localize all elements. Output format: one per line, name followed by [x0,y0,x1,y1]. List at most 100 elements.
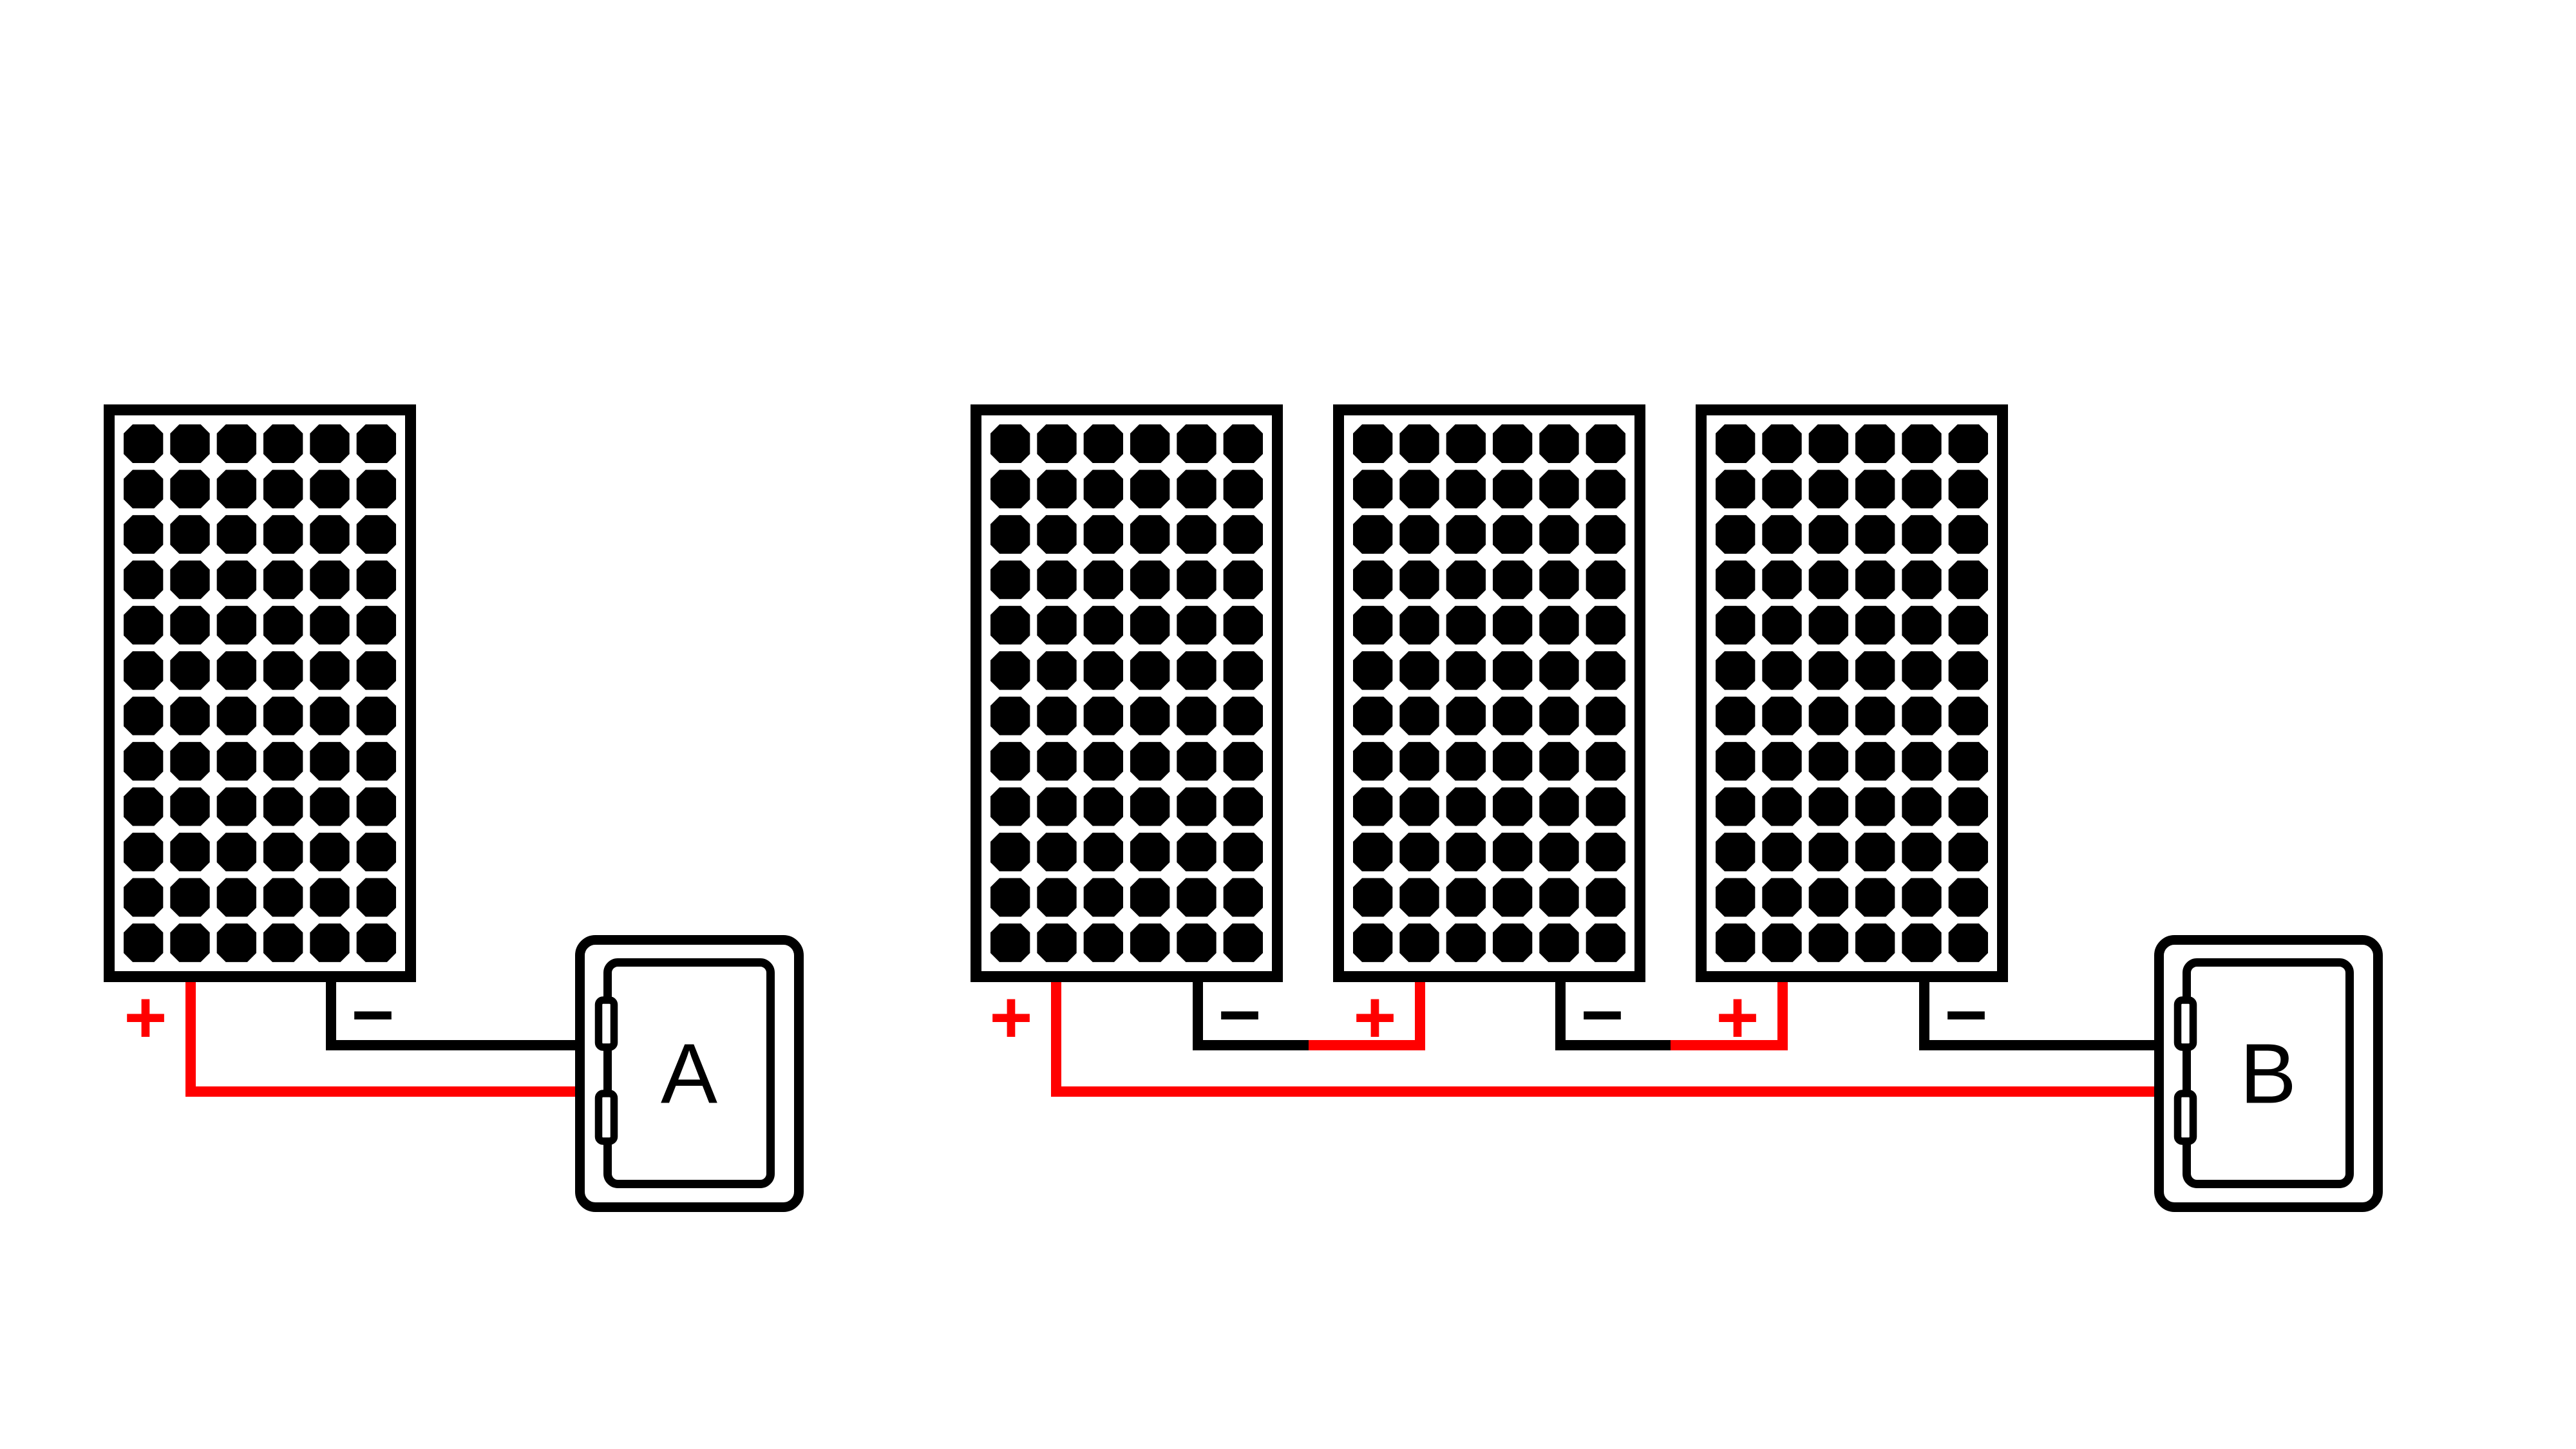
panel-cell [1762,878,1802,917]
panel-cell [1083,651,1123,690]
panel-cell [1586,696,1625,735]
negative-label-panel3: − [1580,974,1624,1056]
panel-cell [990,469,1030,509]
panel-cell [1223,878,1263,917]
panel-cell [216,605,256,645]
panel-cell [1130,605,1170,645]
panel-cell [1586,787,1625,826]
panel-cell [1855,742,1895,781]
panel-cell [263,560,303,600]
wire-series-link1-negative [1193,976,1309,1050]
panel-cell [1223,605,1263,645]
panel-cell [1083,605,1123,645]
panel-cell [1446,560,1486,600]
wire-series-link2-positive [1671,976,1788,1050]
panel-cell [170,424,210,463]
panel-cell [170,515,210,554]
panel-cell [1353,651,1393,690]
panel-cell [124,515,164,554]
panel-cell [1223,833,1263,872]
panel-cell [356,515,396,554]
panel-cell [1948,833,1988,872]
panel-cell [1808,605,1848,645]
panel-cell [1446,605,1486,645]
negative-label-panel4: − [1944,974,1987,1056]
solar-panel-4 [1696,404,2008,982]
panel-cell [356,469,396,509]
solar-panel-1 [104,404,416,982]
solar-panel-3 [1333,404,1645,982]
panel-cell [1177,605,1217,645]
panel-cell [124,787,164,826]
panel-cell [1586,878,1625,917]
panel-cell [1808,469,1848,509]
box-b-hinge-bottom [2174,1090,2197,1145]
panel-cell [1223,787,1263,826]
panel-cell [1492,878,1533,917]
panel-cell [1130,696,1170,735]
panel-cell [1083,833,1123,872]
panel-cell [1808,651,1848,690]
panel-cell [1808,696,1848,735]
polarity-labels: + − + − + − + − [124,974,1987,1059]
panel-cell [1539,696,1579,735]
panel-cell [1586,651,1625,690]
panel-cell [356,923,396,962]
panel-cell [990,742,1030,781]
panel-cell [263,878,303,917]
panel-cell [310,878,350,917]
panel-cell [1130,833,1170,872]
wire-series-link1-positive [1309,976,1425,1050]
panel-cell [1353,696,1393,735]
box-b-label: B [2240,1027,2297,1121]
panel-cell [1716,923,1756,962]
panel-cell [1539,878,1579,917]
panel-cell [1037,651,1077,690]
panel-cell [1808,424,1848,463]
box-a-hinge-top [594,996,618,1051]
positive-label-panel3: + [1353,976,1396,1059]
panel-cell [310,469,350,509]
panel-cell [1902,515,1942,554]
panel-cell [1083,515,1123,554]
panel-cell [1902,923,1942,962]
panel-cell [1492,923,1533,962]
panel-cell [1446,787,1486,826]
panel-frame [104,404,416,982]
panel-cell [1177,923,1217,962]
panel-cell [216,787,256,826]
panel-cell [1762,696,1802,735]
panel-cell [1808,923,1848,962]
wire-positive-bus-panel2-to-boxB [1051,976,2162,1097]
wire-negative-panel1-to-boxA [326,976,583,1050]
panel-cell [263,787,303,826]
panel-cell [990,696,1030,735]
panel-cell [1130,424,1170,463]
panel-cell [1539,787,1579,826]
panel-cell [1037,833,1077,872]
panel-cell [356,787,396,826]
panel-cell [1083,787,1123,826]
box-a: A [575,935,804,1212]
panel-cell [1130,651,1170,690]
panel-cell [1223,696,1263,735]
panel-cell [1539,515,1579,554]
panel-cell [990,605,1030,645]
panel-cell [1399,696,1439,735]
panel-cell [1492,605,1533,645]
panel-cell [170,923,210,962]
panel-cell [1762,833,1802,872]
box-b-door [2183,958,2354,1188]
panel-cell [1586,923,1625,962]
panel-cell [1948,878,1988,917]
panel-cell [216,878,256,917]
panel-cell [990,651,1030,690]
panel-cell [1855,515,1895,554]
panel-cell [1902,651,1942,690]
panel-cell [263,469,303,509]
panel-cell [310,605,350,645]
panel-cell [1855,923,1895,962]
panel-cell [1716,787,1756,826]
panel-cell [310,923,350,962]
panel-cell [356,560,396,600]
